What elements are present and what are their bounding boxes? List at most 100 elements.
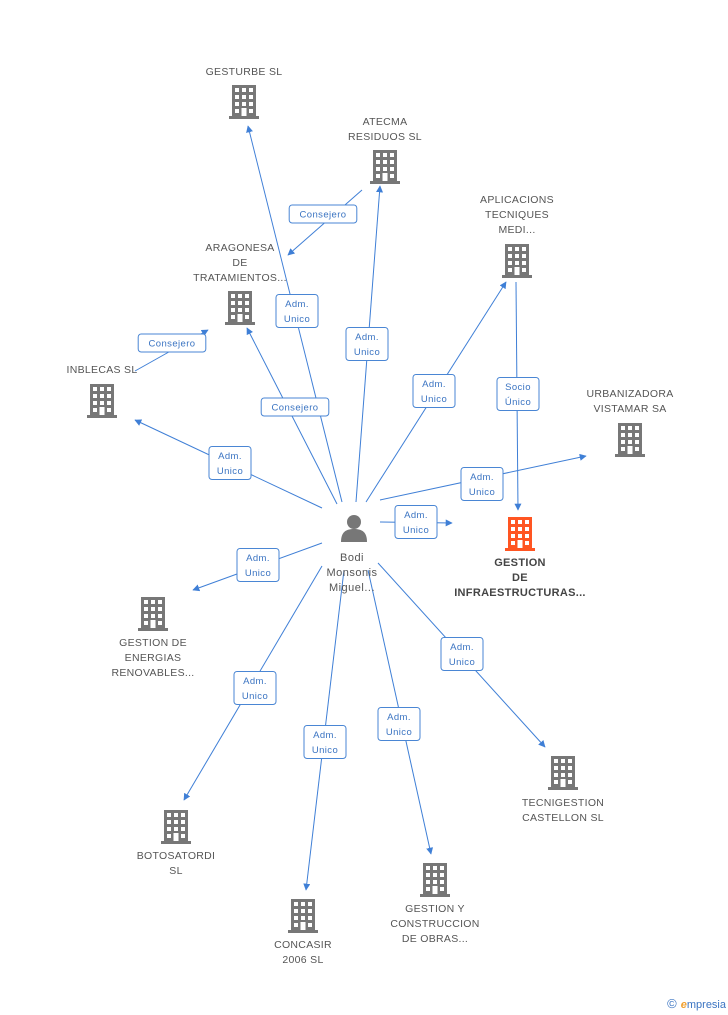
building-icon — [161, 810, 191, 844]
company-name-line: ARAGONESA — [205, 242, 274, 254]
company-node-gestion-obras[interactable]: GESTION Y CONSTRUCCION DE OBRAS... — [390, 863, 479, 945]
edge-tecnigestion: Adm. Unico — [377, 562, 546, 748]
company-name-line: CONSTRUCCION — [390, 918, 479, 930]
company-name-line: GESTION Y — [405, 903, 465, 915]
edge-label-box — [345, 327, 389, 361]
person-node[interactable]: Bodi Monsonis Miguel... — [326, 515, 377, 594]
edge-label-text: Unico — [449, 657, 475, 668]
edge-label-text: Adm. — [422, 379, 446, 390]
company-node-concasir[interactable]: CONCASIR 2006 SL — [274, 899, 332, 966]
edge-label-text: Unico — [217, 466, 243, 477]
company-node-aplicacions[interactable]: APLICACIONSTECNIQUESMEDI... — [480, 194, 554, 278]
edge-aplicacions: Adm. Unico — [365, 281, 507, 503]
company-name-line: SL — [169, 865, 182, 877]
company-name-line: INFRAESTRUCTURAS... — [454, 587, 586, 599]
company-node-inblecas[interactable]: INBLECAS SL — [67, 364, 138, 418]
edge-label-text: Unico — [312, 745, 338, 756]
edge-label-text: Adm. — [355, 332, 379, 343]
person-name-line-2: Monsonis — [326, 567, 377, 579]
edge-label-box — [260, 397, 330, 417]
company-name-line: DE OBRAS... — [402, 933, 468, 945]
edge-label-text: Adm. — [470, 472, 494, 483]
edge-inblecas-aragonesa: Consejero — [134, 329, 209, 372]
company-name-line: BOTOSATORDI — [137, 850, 216, 862]
edge-label-box — [394, 505, 438, 539]
building-icon — [505, 517, 535, 551]
building-icon — [87, 384, 117, 418]
edge-label-box — [440, 637, 484, 671]
edge-botosatordi: Adm. Unico — [183, 565, 323, 801]
copyright-symbol: © — [667, 996, 677, 1011]
brand-name: mpresia — [686, 999, 726, 1011]
edge-label-text: Adm. — [246, 553, 270, 564]
edge-atecma: Adm. Unico — [345, 185, 389, 503]
company-name-line: MEDI... — [498, 224, 535, 236]
company-name-line: RESIDUOS SL — [348, 131, 422, 143]
company-node-gestion-infra[interactable]: GESTION DE INFRAESTRUCTURAS... — [454, 517, 586, 599]
company-node-gestion-energias[interactable]: GESTION DE ENERGIAS RENOVABLES... — [111, 597, 194, 679]
edges-layer: Adm.UnicoAdm.UnicoAdm.UnicoConsejeroAdm.… — [134, 125, 587, 891]
edge-label-text: Consejero — [272, 403, 319, 414]
edge-label-text: Unico — [245, 568, 271, 579]
building-icon — [229, 85, 259, 119]
company-name-line: TECNIQUES — [485, 209, 549, 221]
company-name-line: 2006 SL — [282, 954, 323, 966]
person-icon — [341, 515, 367, 542]
edge-label-text: Adm. — [243, 676, 267, 687]
company-name-line: ENERGIAS — [125, 652, 182, 664]
edge-aragonesa: Consejero — [246, 327, 338, 505]
edge-gestion-infra: Adm.Unico — [379, 505, 453, 539]
person-name-line-1: Bodi — [340, 552, 364, 564]
company-name-line: VISTAMAR SA — [593, 403, 666, 415]
person-name-line-3: Miguel... — [329, 582, 375, 594]
edge-label-box — [377, 707, 421, 741]
building-icon — [138, 597, 168, 631]
edge-label-text: Unico — [421, 394, 447, 405]
building-icon — [370, 150, 400, 184]
company-name-line: DE — [512, 572, 528, 584]
edge-label-text: Consejero — [149, 339, 196, 350]
edge-label-text: Unico — [354, 347, 380, 358]
company-node-gesturbe[interactable]: GESTURBE SL — [206, 66, 283, 119]
footer-brand: ©empresia — [667, 996, 726, 1011]
edge-label-text: Adm. — [313, 730, 337, 741]
company-name-line: GESTURBE SL — [206, 66, 283, 78]
edge-inblecas: Adm. Unico — [134, 419, 323, 509]
edge-label-text: Único — [505, 397, 531, 408]
building-icon — [225, 291, 255, 325]
building-icon — [420, 863, 450, 897]
edge-label-box — [208, 446, 252, 480]
company-node-aragonesa[interactable]: ARAGONESA DE TRATAMIENTOS... — [193, 242, 287, 325]
edge-urbanizadora: Adm.Unico — [379, 453, 587, 501]
company-name-line: RENOVABLES... — [111, 667, 194, 679]
edge-label-text: Consejero — [300, 210, 347, 221]
edge-obras: Adm. Unico — [367, 569, 434, 855]
company-name-line: CONCASIR — [274, 939, 332, 951]
edge-label-text: Unico — [284, 314, 310, 325]
edge-label-box — [236, 548, 280, 582]
edge-label-text: Unico — [403, 525, 429, 536]
edge-label-box — [460, 467, 504, 501]
building-icon — [548, 756, 578, 790]
company-name-line: TRATAMIENTOS... — [193, 272, 287, 284]
company-name-line: GESTION DE — [119, 637, 187, 649]
building-icon — [288, 899, 318, 933]
edge-label-text: Adm. — [218, 451, 242, 462]
edge-concasir: Adm. Unico — [303, 569, 347, 891]
edge-label-text: Adm. — [285, 299, 309, 310]
edge-label-text: Adm. — [387, 712, 411, 723]
company-node-botosatordi[interactable]: BOTOSATORDI SL — [137, 810, 216, 877]
company-name-line: GESTION — [494, 557, 546, 569]
company-name-line: DE — [232, 257, 247, 269]
edge-label-text: Adm. — [450, 642, 474, 653]
edge-label-text: Unico — [386, 727, 412, 738]
edge-atecma-aragonesa: Consejero — [287, 189, 363, 256]
edge-label-box — [496, 377, 540, 411]
company-name-line: INBLECAS SL — [67, 364, 138, 376]
